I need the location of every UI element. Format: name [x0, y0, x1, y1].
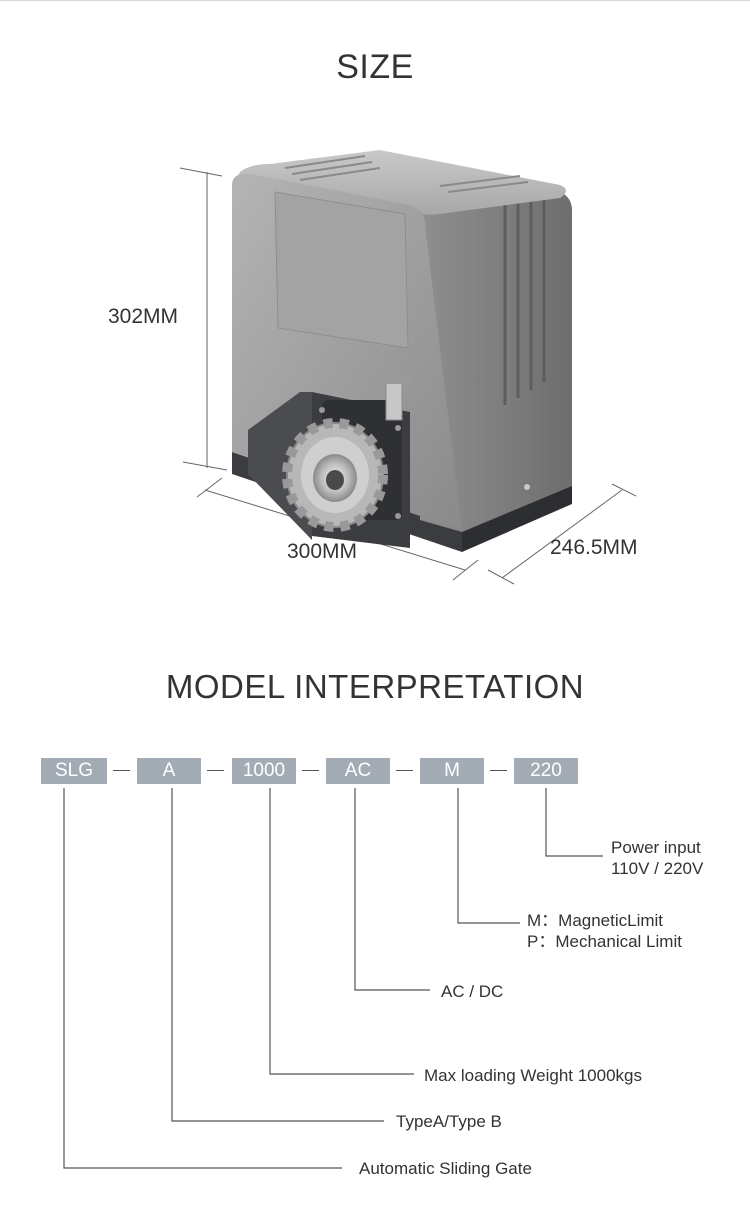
- desc-limit-line2: P：Mechanical Limit: [527, 932, 682, 951]
- model-title: MODEL INTERPRETATION: [165, 668, 585, 705]
- depth-label: 246.5MM: [550, 536, 638, 559]
- desc-weight: Max loading Weight 1000kgs: [424, 1066, 642, 1085]
- depth-dimension-line: [487, 483, 637, 585]
- top-divider: [0, 0, 750, 1]
- cooling-fins: [503, 194, 546, 405]
- drive-gear: [282, 418, 388, 532]
- code-separator: [207, 770, 224, 771]
- motor-side-face: [420, 186, 572, 532]
- front-panel-recess: [274, 191, 409, 349]
- code-box-slg: SLG: [41, 758, 107, 784]
- desc-type: TypeA/Type B: [396, 1112, 502, 1131]
- size-title: SIZE: [336, 48, 414, 86]
- motor-illustration: [179, 150, 637, 585]
- code-box-m: M: [420, 758, 484, 784]
- height-label: 302MM: [108, 305, 179, 328]
- height-dimension-line: [179, 167, 228, 471]
- desc-limit-line1: M：MagneticLimit: [527, 911, 664, 930]
- desc-power-line1: Power input: [611, 838, 701, 857]
- code-box-ac: AC: [326, 758, 390, 784]
- side-screw: [524, 484, 530, 490]
- code-box-1000: 1000: [232, 758, 296, 784]
- code-box-220: 220: [514, 758, 578, 784]
- code-separator: [302, 770, 319, 771]
- desc-power-line2: 110V / 220V: [611, 859, 704, 878]
- code-separator: [396, 770, 413, 771]
- desc-product: Automatic Sliding Gate: [359, 1159, 532, 1178]
- top-ribs: [284, 155, 529, 193]
- width-label: 300MM: [287, 540, 358, 563]
- desc-current: AC / DC: [441, 982, 504, 1001]
- code-separator: [113, 770, 130, 771]
- release-lever: [378, 376, 410, 421]
- code-separator: [490, 770, 507, 771]
- code-box-a: A: [137, 758, 201, 784]
